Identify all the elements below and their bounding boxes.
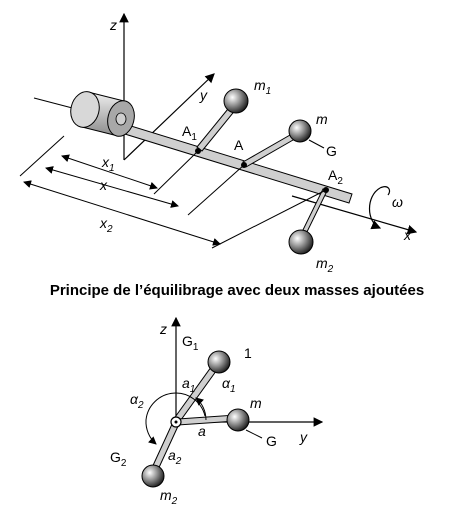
g-leader-top [308, 139, 325, 149]
dimension-lines [19, 135, 327, 249]
label-a-bottom: a [198, 423, 206, 439]
label-m2: m2 [316, 255, 334, 275]
alpha1-arc [195, 397, 207, 421]
shaft [114, 121, 353, 204]
bearing-cylinder [70, 91, 135, 137]
label-alpha1: α1 [222, 375, 236, 395]
label-m-bottom: m [250, 395, 262, 411]
label-m-top: m [316, 111, 328, 127]
top-figure [19, 12, 418, 255]
top-labels: z y x ω m1 m G m2 A1 A A2 x1 x x2 [99, 17, 412, 275]
mass-1 [207, 350, 231, 374]
label-y-top: y [199, 87, 208, 103]
mass-m [288, 119, 312, 143]
label-m2-bottom: m2 [160, 487, 178, 507]
label-a-top: A [234, 137, 244, 153]
label-x-top: x [403, 227, 412, 243]
label-x-dim: x [99, 177, 108, 193]
label-a1-bottom: a1 [182, 375, 195, 395]
top-x-axis [291, 195, 418, 235]
mass-m1 [223, 88, 249, 114]
top-y-axis [123, 73, 215, 161]
rotation-arrow [368, 187, 382, 230]
alpha2-arc [145, 392, 206, 445]
label-g-bottom: G [266, 433, 277, 449]
label-x2: x2 [99, 215, 113, 235]
label-y-bottom: y [299, 429, 308, 445]
mass-m2 [288, 229, 314, 255]
bottom-figure [141, 316, 324, 488]
label-alpha2: α2 [130, 391, 144, 411]
label-a2: A2 [328, 167, 343, 187]
label-mass-1: 1 [244, 345, 252, 361]
label-z-bottom: z [159, 321, 167, 337]
label-a1: A1 [182, 123, 197, 143]
label-a2-bottom: a2 [168, 447, 182, 467]
figure-caption: Principe de l’équilibrage avec deux mass… [49, 282, 425, 299]
bottom-labels: z y G1 1 a1 α1 α2 m a G G2 a2 m2 [110, 321, 308, 507]
rotation-arrow-top [379, 186, 391, 196]
label-x1: x1 [101, 154, 115, 174]
mass-2 [141, 464, 165, 488]
label-omega: ω [392, 194, 403, 210]
mass-m-bottom [226, 408, 250, 432]
label-g2: G2 [110, 449, 127, 469]
label-z-top: z [109, 17, 117, 33]
label-g-top: G [326, 143, 337, 159]
g-leader-bottom [245, 429, 263, 439]
label-g1: G1 [182, 333, 199, 353]
label-m1: m1 [254, 77, 271, 97]
hub-center [174, 420, 178, 424]
